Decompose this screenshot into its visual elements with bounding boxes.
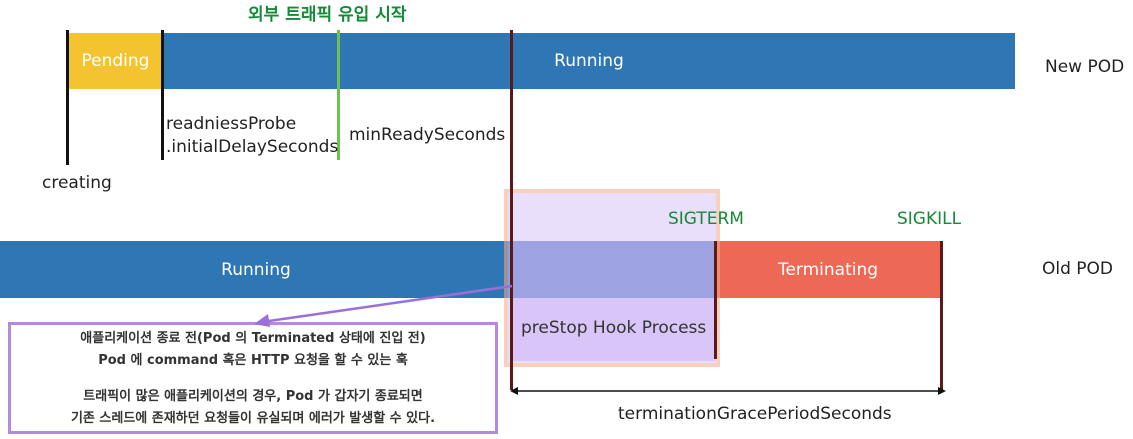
min-ready-label: minReadySeconds xyxy=(349,125,506,145)
terminating-label: Terminating xyxy=(777,259,879,280)
new-pod-label: New POD xyxy=(1045,57,1125,77)
prestop-label: preStop Hook Process xyxy=(521,318,707,338)
note-line2: Pod 에 command 혹은 HTTP 요청을 할 수 있는 훅 xyxy=(98,353,408,368)
sigterm-marker xyxy=(714,241,717,359)
old-pod-terminating-segment: Terminating xyxy=(715,241,941,298)
note-line4: 기존 스레드에 존재하던 요청들이 유실되며 에러가 발생할 수 있다. xyxy=(70,411,436,426)
prestop-process-box xyxy=(512,298,715,361)
old-pod-running-label: Running xyxy=(221,259,291,280)
old-pod-shutdown-marker xyxy=(510,30,513,390)
note-text: 애플리케이션 종료 전(Pod 의 Terminated 상태에 진입 전) P… xyxy=(8,328,498,430)
creating-marker xyxy=(66,30,69,165)
new-pod-running-segment: Running xyxy=(163,33,1015,89)
note-pointer-arrow xyxy=(254,284,513,327)
note-line1: 애플리케이션 종료 전(Pod 의 Terminated 상태에 진입 전) xyxy=(80,331,426,346)
creating-label: creating xyxy=(42,173,112,193)
grace-period-label: terminationGracePeriodSeconds xyxy=(618,404,892,424)
old-pod-label: Old POD xyxy=(1042,259,1114,279)
readiness-marker xyxy=(161,30,164,160)
readiness-label-line2: .initialDelaySeconds xyxy=(166,137,339,157)
sigkill-label: SIGKILL xyxy=(897,209,962,229)
note-line3: 트래픽이 많은 애플리케이션의 경우, Pod 가 갑자기 종료되면 xyxy=(83,389,423,404)
sigkill-marker xyxy=(940,241,943,391)
readiness-label-line1: readniessProbe xyxy=(166,114,297,134)
pending-label: Pending xyxy=(81,51,150,71)
new-pod-running-label: Running xyxy=(554,51,624,71)
grace-period-arrow xyxy=(510,387,946,395)
old-pod-running-segment: Running xyxy=(0,241,512,298)
new-pod-pending-segment: Pending xyxy=(68,33,163,89)
traffic-start-label: 외부 트래픽 유입 시작 xyxy=(248,5,407,25)
note-box xyxy=(8,322,498,434)
sigterm-label: SIGTERM xyxy=(668,209,744,229)
min-ready-marker xyxy=(337,30,340,160)
